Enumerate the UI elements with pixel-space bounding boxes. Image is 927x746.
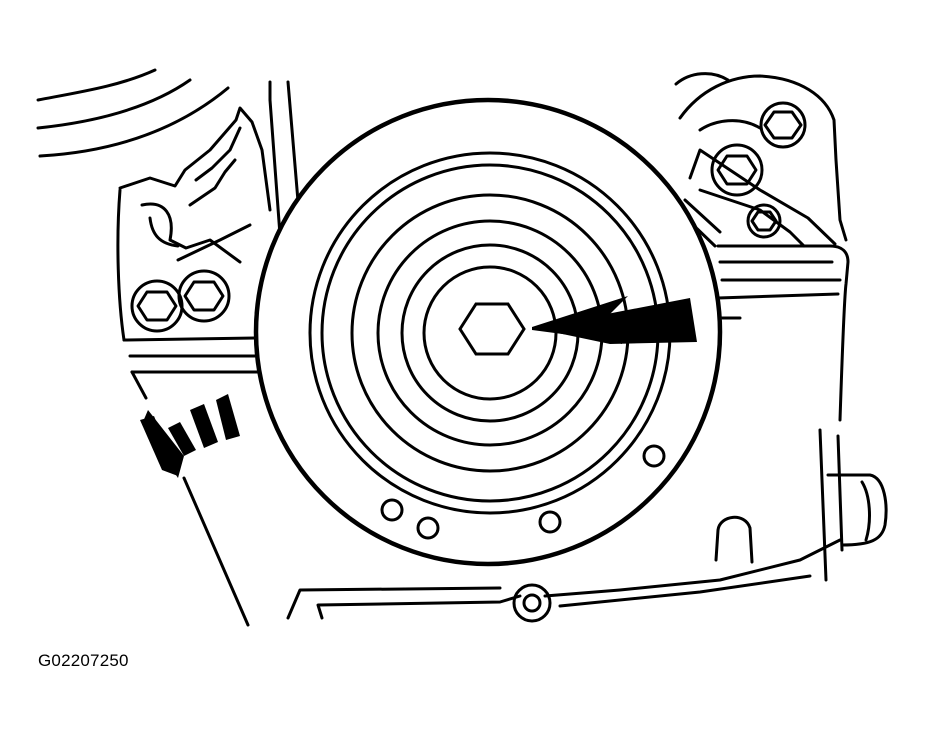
dashed-direction-arrow xyxy=(140,394,240,478)
crankshaft-center-bolt xyxy=(458,302,526,356)
bolt-right-lower xyxy=(746,203,782,239)
bolt-left-inner xyxy=(177,269,231,323)
arrow-to-center-bolt xyxy=(532,296,697,344)
figure-id-label: G02207250 xyxy=(38,651,129,670)
pulley-holes xyxy=(380,444,666,540)
bolt-left-outer xyxy=(130,279,184,333)
bolt-upper-right xyxy=(759,101,807,149)
bolt-group xyxy=(130,101,807,333)
bolt-right-mid xyxy=(710,143,764,197)
